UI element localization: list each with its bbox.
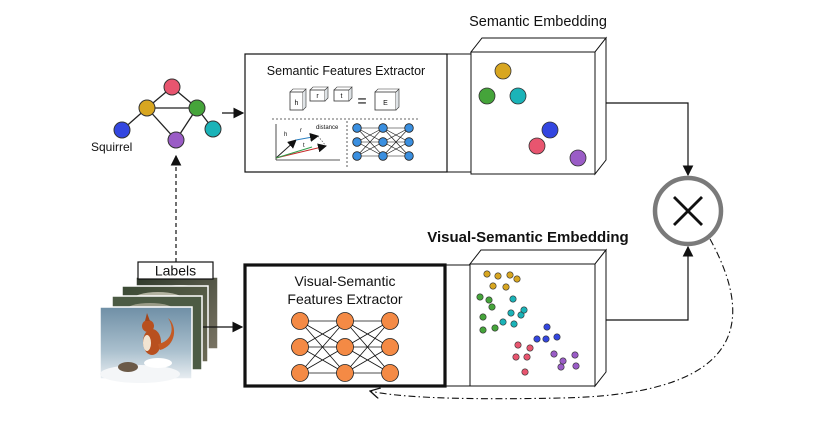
visual-network [291,312,399,382]
svg-text:=: = [357,93,366,110]
feedback-arrow [370,238,734,400]
embedding-point [520,306,528,314]
visual-net-edge [299,320,346,374]
visual-extractor-title-line2: Features Extractor [287,291,402,307]
embedding-point [572,362,580,370]
visual-semantic-features-extractor: Visual-Semantic Features Extractor [243,263,447,388]
semantic-net-neuron [378,151,388,161]
svg-text:r: r [300,128,302,134]
semantic-embedding-cube: Semantic Embedding [447,14,608,176]
embedding-point [526,344,534,352]
multiply-icon [652,175,724,247]
svg-text:E: E [383,100,388,107]
embedding-point [510,320,518,328]
embedding-point [479,326,487,334]
graph-node-teal [204,120,222,138]
svg-text:r: r [316,93,319,100]
labels-tag-text: Labels [155,263,196,279]
svg-text:h: h [295,100,299,107]
arrow-visual-to-multiply [606,245,694,321]
image-stack [99,276,219,383]
embedding-point [491,324,499,332]
semantic-net-neuron [378,123,388,133]
semantic-net-edge [356,127,384,157]
semantic-net-neuron [352,151,362,161]
embedding-point [550,350,558,358]
embedding-equation: h r t = E [289,86,400,111]
embedding-scatter [476,270,580,376]
embedding-point [488,303,496,311]
embedding-point [494,272,502,280]
semantic-net-edge [382,127,410,157]
embedding-point [507,309,515,317]
semantic-extractor-title: Semantic Features Extractor [267,64,425,78]
semantic-net-edge [356,127,384,143]
embedding-point [483,270,491,278]
visual-net-neuron [381,312,399,330]
graph-node-green [188,99,206,117]
embedding-point [533,335,541,343]
embedding-point [542,335,550,343]
translation-plot: h r t distance [275,124,340,161]
embedding-point [476,293,484,301]
semantic-net-edge [382,141,410,157]
semantic-net-neuron [352,123,362,133]
labels-tag: Labels [137,261,214,280]
embedding-point [506,271,514,279]
embedding-point [499,318,507,326]
visual-semantic-embedding-title: Visual-Semantic Embedding [427,229,628,246]
semantic-features-extractor: Semantic Features Extractor h r t = E [244,53,448,173]
visual-net-edge [344,320,391,374]
embedding-point [571,351,579,359]
semantic-net-neuron [404,151,414,161]
semantic-net-neuron [404,123,414,133]
embedding-point [557,363,565,371]
semantic-net-neuron [378,137,388,147]
graph-node-blue [113,121,131,139]
visual-net-neuron [291,364,309,382]
svg-text:h: h [284,132,287,138]
embedding-point [521,368,529,376]
semantic-net-neuron [404,137,414,147]
graph-node-gold [138,99,156,117]
visual-extractor-title-line1: Visual-Semantic [295,273,396,289]
knowledge-graph: Squirrel [91,78,222,154]
visual-net-neuron [336,312,354,330]
embedding-point [502,283,510,291]
embedding-point [553,333,561,341]
visual-net-neuron [381,364,399,382]
graph-node-purple [167,131,185,149]
graph-node-pink [163,78,181,96]
visual-net-neuron [291,338,309,356]
embedding-point [489,282,497,290]
arrow-semantic-to-multiply [606,102,694,177]
graph-node-label: Squirrel [91,140,132,154]
embedding-point [543,323,551,331]
embedding-point [514,341,522,349]
svg-text:t: t [341,93,343,100]
visual-net-neuron [291,312,309,330]
visual-net-neuron [336,364,354,382]
visual-semantic-embedding-cube: Visual-Semantic Embedding [427,229,629,388]
visual-net-neuron [381,338,399,356]
embedding-point [559,357,567,365]
embedding-point [485,296,493,304]
semantic-net-neuron [352,137,362,147]
embedding-point [509,295,517,303]
embedding-point [523,353,531,361]
semantic-network [352,123,414,161]
visual-net-neuron [336,338,354,356]
svg-text:distance: distance [316,125,339,131]
embedding-point [513,275,521,283]
semantic-net-edge [356,141,384,157]
semantic-embedding-title: Semantic Embedding [469,14,607,30]
semantic-net-edge [382,127,410,143]
embedding-point [479,313,487,321]
embedding-point [512,353,520,361]
svg-text:t: t [303,143,305,149]
